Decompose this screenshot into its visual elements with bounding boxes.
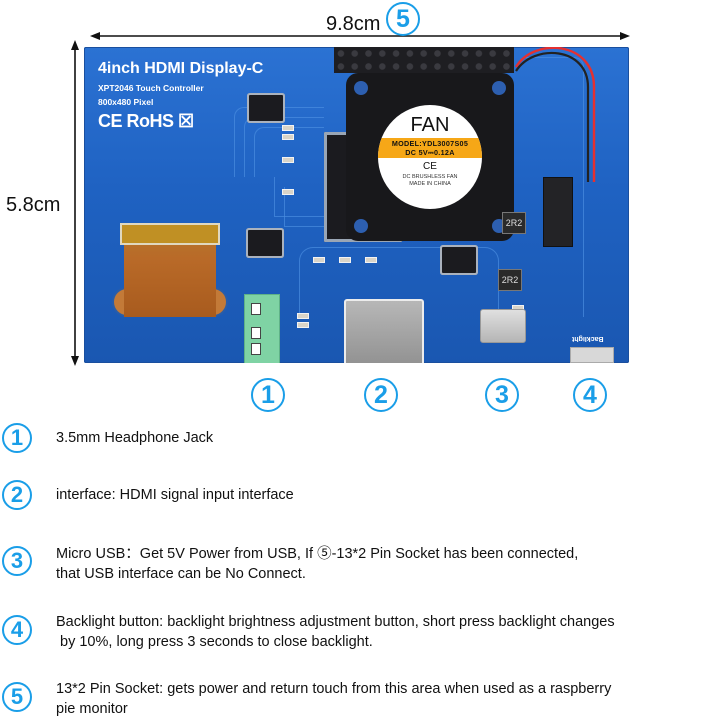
resistor [282,134,294,140]
legend-text-line: 3.5mm Headphone Jack [56,430,214,446]
fan-ce-mark: CE [423,161,437,172]
resistor [282,157,294,163]
board-subtitle-controller: XPT2046 Touch Controller [98,83,204,93]
height-dimension-label: 5.8cm [6,194,61,216]
legend-text-line: that USB interface can be No Connect. [56,566,306,582]
backlight-switch [570,347,614,363]
board-title: 4inch HDMI Display-C [98,60,264,77]
marker-1: 1 [251,378,285,412]
legend-number-1: 1 [2,423,32,453]
resistor [282,189,294,195]
fan-description-2: MADE IN CHINA [409,181,451,187]
fan-sticker: FAN MODEL:YDL3007S05 DC 5V⎓0.12A CE DC B… [378,105,482,209]
legend-text-line: 13*2 Pin Socket: gets power and return t… [56,681,612,697]
fan-jumper-connector [543,177,573,247]
fan-power-wire [514,47,596,182]
resistor [297,313,309,319]
fan-power-rating: DC 5V⎓0.12A [405,148,455,157]
resistor [313,257,325,263]
headphone-jack [244,294,280,363]
lcd-board: 4inch HDMI Display-C XPT2046 Touch Contr… [84,47,629,363]
legend-text-line: pie monitor [56,701,128,717]
legend-text-line: interface: HDMI signal input interface [56,487,294,503]
resistor [282,125,294,131]
hdmi-port [344,299,424,363]
sop-chip [442,247,476,273]
marker-3: 3 [485,378,519,412]
legend-text-line: by 10%, long press 3 seconds to close ba… [56,634,373,650]
pin-socket-13x2 [334,47,514,73]
resistor [339,257,351,263]
marker-4: 4 [573,378,607,412]
fan-description-1: DC BRUSHLESS FAN [402,174,458,180]
width-dimension-label: 9.8cm [326,13,381,35]
cooling-fan: FAN MODEL:YDL3007S05 DC 5V⎓0.12A CE DC B… [346,73,514,241]
inductor: 2R2 [502,212,526,234]
sop-chip [248,230,282,256]
legend-number-5: 5 [2,682,32,712]
resistor [365,257,377,263]
sop-chip [249,95,283,121]
certification-marks: CE RoHS ☒ [98,111,194,131]
height-dimension-arrow [71,40,79,366]
legend-number-3: 3 [2,546,32,576]
legend-number-4: 4 [2,615,32,645]
backlight-silkscreen: Backlight [572,335,604,342]
marker-2: 2 [364,378,398,412]
legend-text-line: Micro USB：Get 5V Power from USB, If ⑤-13… [56,546,579,562]
resistor [297,322,309,328]
legend-number-2: 2 [2,480,32,510]
marker-5: 5 [386,2,420,36]
fpc-connector [120,223,220,245]
width-dimension-arrow [90,32,630,40]
fan-model: MODEL:YDL3007S05 [391,139,469,148]
board-subtitle-resolution: 800x480 Pixel [98,97,154,107]
micro-usb-port [480,309,526,343]
fan-name: FAN [410,114,450,136]
legend-text-line: Backlight button: backlight brightness a… [56,614,615,630]
inductor: 2R2 [498,269,522,291]
